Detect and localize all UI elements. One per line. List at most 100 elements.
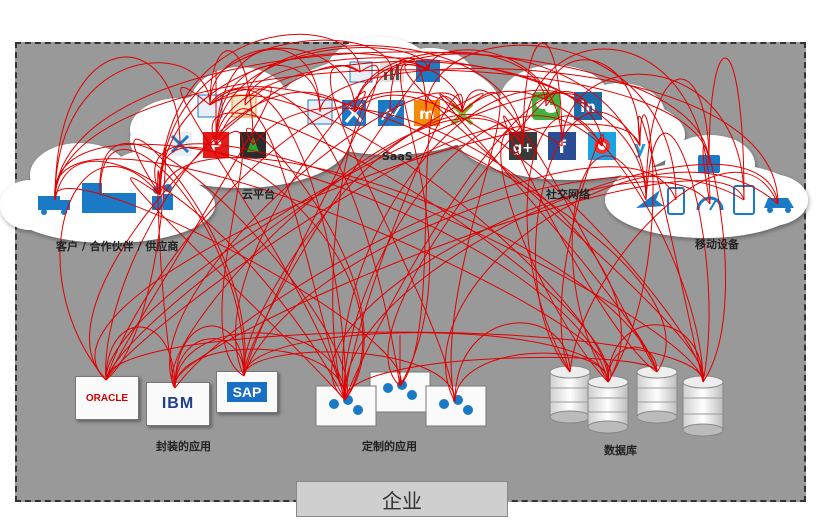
connection-line	[244, 57, 647, 201]
connection-line	[243, 114, 524, 377]
database-icon	[636, 365, 678, 424]
enterprise-label: 企业	[296, 481, 508, 517]
connection-line	[209, 50, 254, 146]
connection-line	[454, 322, 571, 403]
svg-text:f: f	[558, 137, 566, 158]
connection-line	[169, 92, 463, 389]
connection-line	[503, 115, 658, 373]
connection-line	[607, 324, 704, 383]
connection-line	[59, 166, 161, 381]
connection-line	[105, 91, 463, 381]
connection-line	[54, 69, 710, 201]
connection-line	[454, 352, 609, 403]
airplane-icon	[636, 190, 664, 208]
connection-line	[54, 160, 346, 401]
connection-line	[157, 170, 176, 389]
connection-line	[105, 92, 484, 381]
custom-app-box	[369, 371, 431, 413]
connection-line	[702, 145, 726, 383]
sap-logo: SAP	[226, 382, 268, 402]
connection-line	[561, 73, 745, 201]
connection-line	[244, 45, 524, 147]
connection-line	[708, 57, 745, 201]
connection-line	[174, 348, 346, 401]
connection-line	[105, 86, 272, 381]
connection-line	[174, 325, 245, 389]
custom-apps-boxes	[315, 371, 487, 427]
connection-line	[645, 78, 710, 201]
connection-line	[344, 91, 589, 401]
connection-line	[159, 33, 361, 196]
connection-line	[54, 143, 609, 383]
connection-line	[399, 95, 463, 387]
connection-line	[500, 126, 609, 383]
connection-line	[450, 92, 501, 403]
connection-line	[246, 127, 365, 401]
connection-line	[439, 93, 658, 373]
connection-line	[215, 48, 321, 146]
connection-line	[445, 171, 779, 403]
ibm-logo: IBM	[161, 395, 195, 412]
connection-line	[130, 177, 346, 401]
connection-line	[571, 155, 647, 383]
connection-line	[243, 332, 609, 383]
connection-line	[105, 326, 176, 389]
connection-line	[354, 53, 647, 201]
connection-line	[105, 331, 704, 383]
connection-line	[461, 90, 704, 383]
oracle-app-box: ORACLE	[75, 376, 139, 420]
database-icon	[549, 365, 591, 424]
car-icon	[764, 198, 794, 213]
connection-line	[607, 346, 658, 383]
ibm-app-box: IBM	[146, 382, 210, 426]
connection-line	[174, 166, 677, 389]
connection-line	[243, 351, 456, 403]
connection-line	[209, 47, 356, 113]
connection-line	[54, 188, 402, 387]
connection-line	[343, 115, 603, 401]
connection-line	[54, 62, 211, 201]
connection-line	[215, 64, 321, 146]
customers-label: 客户 / 合作伙伴 / 供应商	[56, 240, 179, 253]
connection-line	[215, 130, 245, 377]
oracle-logo: ORACLE	[85, 392, 129, 404]
connection-line	[159, 52, 463, 196]
cloud-platform-label: 云平台	[242, 188, 275, 201]
connection-line	[215, 47, 429, 146]
connection-line	[252, 107, 622, 383]
connection-line	[105, 146, 167, 381]
connection-line	[174, 332, 346, 401]
connection-line	[209, 88, 346, 401]
mobile-label: 移动设备	[695, 238, 739, 251]
connection-line	[427, 49, 563, 147]
connection-line	[159, 157, 658, 373]
connection-line	[399, 62, 431, 387]
connection-line	[215, 61, 603, 147]
svg-text:y: y	[634, 138, 646, 159]
custom-apps-label: 定制的应用	[362, 440, 417, 453]
sap-app-box: SAP	[216, 371, 278, 413]
connection-line	[180, 87, 346, 401]
connection-line	[461, 89, 658, 373]
connection-line	[235, 91, 366, 377]
connection-line	[522, 42, 563, 147]
linkedin-text: in	[580, 98, 596, 116]
connection-line	[105, 127, 524, 381]
connection-line	[171, 117, 524, 389]
connection-line	[637, 115, 704, 383]
connection-line	[319, 67, 779, 205]
connection-line	[94, 123, 641, 381]
connection-line	[54, 158, 612, 383]
connection-line	[243, 175, 745, 377]
connection-line	[560, 134, 605, 373]
yammer-icon: y	[634, 138, 646, 159]
connection-line	[209, 95, 609, 383]
databases-label: 数据库	[604, 444, 637, 457]
connection-line	[425, 44, 677, 201]
connection-line	[54, 51, 710, 201]
social-label: 社交网络	[546, 188, 590, 201]
saas-label: SaaS	[382, 150, 413, 163]
connection-line	[158, 146, 364, 401]
